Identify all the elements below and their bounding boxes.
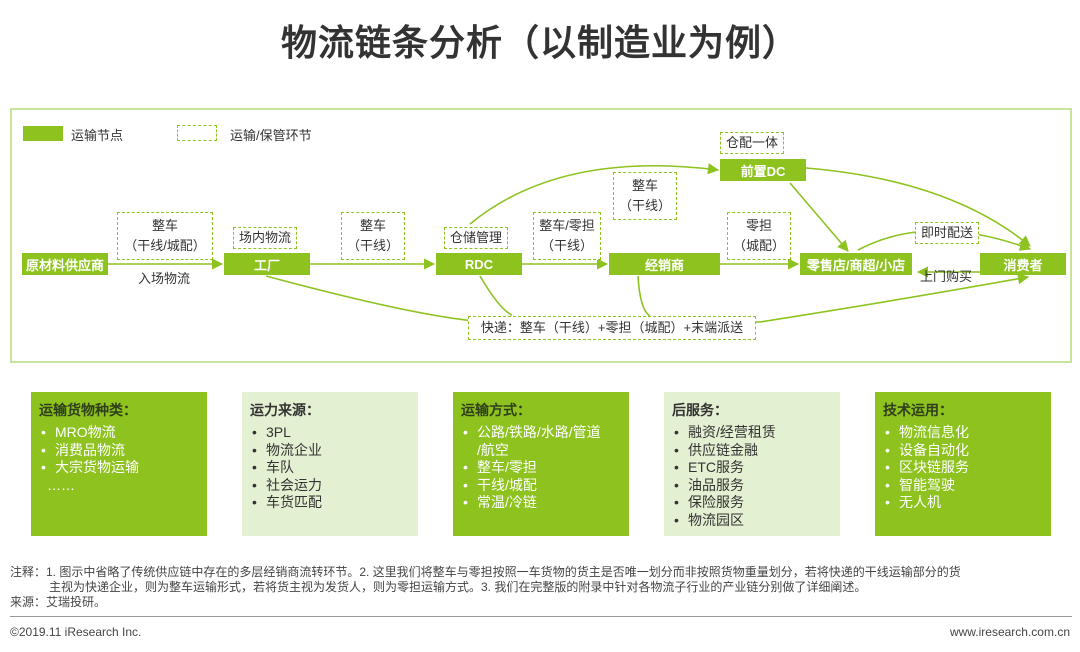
link-rdc-dealer-top: 整车/零担 [539, 218, 595, 233]
card-cargo-types-title: 运输货物种类： [39, 402, 137, 418]
node-front-dc: 前置DC [720, 159, 806, 181]
list-item: •大宗货物运输 [41, 459, 139, 475]
list-item: •常温/冷链 [463, 494, 537, 510]
list-item: •区块链服务 [885, 459, 969, 475]
list-item: •智能驾驶 [885, 476, 955, 493]
footnote-line-1: 注释：1. 图示中省略了传统供应链中存在的多层经销商流转环节。2. 这里我们将整… [10, 565, 961, 579]
arrow-frontdc-retail [789, 182, 849, 252]
link-in-plant: 场内物流 [233, 227, 297, 249]
card-capacity-sources-title: 运力来源： [250, 402, 320, 418]
list-item: •保险服务 [674, 494, 744, 510]
arrow-factory-consumer [265, 273, 1030, 323]
page-title: 物流链条分析（以制造业为例） [280, 23, 799, 64]
legend-dashed-label: 运输/保管环节 [230, 128, 312, 143]
list-item: •车货匹配 [252, 494, 322, 510]
diagram-frame [10, 108, 1072, 363]
list-item: •供应链金融 [674, 441, 758, 458]
arrow-frontdc-consumer [805, 167, 1031, 247]
footnote-line-2: 主视为快递企业，则为整车运输形式，若将货主视为发货人，则为零担运输方式。3. 我… [49, 580, 867, 594]
link-express: 快递：整车（干线）+零担（城配）+末端派送 [468, 316, 756, 340]
link-dealer-retail: 零担 （城配） [727, 212, 791, 260]
legend-solid-label: 运输节点 [71, 128, 124, 143]
node-dealer: 经销商 [609, 253, 720, 275]
card-technology: 技术运用： •物流信息化 •设备自动化 •区块链服务 •智能驾驶 •无人机 [875, 392, 1051, 536]
link-express-label: 快递：整车（干线）+零担（城配）+末端派送 [480, 320, 744, 335]
list-item-continuation: /航空 [477, 441, 509, 458]
node-consumer: 消费者 [980, 253, 1066, 275]
node-supplier: 原材料供应商 [22, 253, 108, 275]
card-capacity-sources: 运力来源： •3PL •物流企业 •车队 •社会运力 •车货匹配 [242, 392, 418, 536]
footnotes: 注释：1. 图示中省略了传统供应链中存在的多层经销商流转环节。2. 这里我们将整… [10, 565, 1072, 610]
link-supplier-factory-top: 整车 [151, 218, 178, 233]
list-item: •车队 [252, 459, 294, 475]
node-factory: 工厂 [224, 253, 310, 275]
list-item: •设备自动化 [885, 441, 969, 458]
list-item: •无人机 [885, 494, 941, 510]
link-rdc-dealer-bottom: （干线） [540, 238, 593, 253]
list-item: •MRO物流 [41, 424, 116, 440]
node-rdc: RDC [436, 253, 522, 275]
list-item: •消费品物流 [41, 441, 125, 458]
link-in-plant-label: 场内物流 [238, 230, 291, 245]
link-rdc-dealer: 整车/零担 （干线） [533, 212, 601, 260]
source-note: 来源：艾瑞投研。 [10, 595, 107, 609]
node-retail: 零售店/商超/小店 [800, 253, 912, 275]
link-rdc-frontdc-top: 整车 [631, 178, 658, 193]
list-item: •物流企业 [252, 441, 322, 458]
link-supplier-factory-bottom: （干线/城配） [124, 238, 206, 253]
list-item: •整车/零担 [463, 459, 537, 475]
list-item: •3PL [252, 424, 291, 440]
list-item: •物流园区 [674, 511, 744, 528]
link-dealer-retail-top: 零担 [745, 218, 772, 233]
list-item: •油品服务 [674, 476, 744, 493]
arrow-rdc-frontdc [469, 163, 720, 225]
card-transport-modes-title: 运输方式： [461, 402, 531, 418]
link-factory-rdc-top: 整车 [359, 218, 386, 233]
legend-solid-swatch [23, 126, 63, 141]
legend-dashed-swatch [177, 125, 217, 141]
list-item: •干线/城配 [463, 476, 537, 493]
list-item: •公路/铁路/水路/管道 [463, 424, 601, 440]
link-dealer-retail-bottom: （城配） [732, 238, 785, 253]
link-warehousing: 仓储管理 [444, 227, 508, 249]
website-url: www.iresearch.com.cn [949, 625, 1070, 639]
card-transport-modes: 运输方式： •公路/铁路/水路/管道 /航空 •整车/零担 •干线/城配 •常温… [453, 392, 629, 536]
list-item-ellipsis: …… [47, 476, 75, 493]
connector-dealer-express [637, 275, 651, 317]
link-factory-rdc-bottom: （干线） [346, 238, 399, 253]
link-warehousing-label: 仓储管理 [449, 230, 502, 245]
footer-divider [10, 616, 1072, 617]
link-frontdc-warehouse-label: 仓配一体 [725, 135, 778, 150]
card-cargo-types: 运输货物种类： •MRO物流 •消费品物流 •大宗货物运输 …… [31, 392, 207, 536]
link-rdc-frontdc: 整车 （干线） [613, 172, 677, 220]
link-instant-delivery-label: 即时配送 [920, 225, 973, 240]
link-factory-rdc: 整车 （干线） [341, 212, 405, 260]
list-item: •融资/经营租赁 [674, 424, 776, 440]
card-after-services: 后服务： •融资/经营租赁 •供应链金融 •ETC服务 •油品服务 •保险服务 … [664, 392, 840, 536]
list-item: •物流信息化 [885, 424, 969, 440]
copyright: ©2019.11 iResearch Inc. [10, 625, 142, 639]
card-after-services-title: 后服务： [672, 402, 728, 418]
link-frontdc-warehouse: 仓配一体 [720, 132, 784, 154]
connector-rdc-express [479, 275, 513, 316]
label-in-store-purchase: 上门购买 [920, 269, 973, 284]
link-supplier-factory: 整车 （干线/城配） [117, 212, 213, 260]
link-rdc-frontdc-bottom: （干线） [618, 198, 671, 213]
list-item: •社会运力 [252, 476, 322, 493]
list-item: •ETC服务 [674, 459, 744, 475]
card-technology-title: 技术运用： [883, 402, 953, 418]
link-instant-delivery: 即时配送 [915, 222, 979, 244]
label-inbound-logistics: 入场物流 [138, 271, 191, 286]
